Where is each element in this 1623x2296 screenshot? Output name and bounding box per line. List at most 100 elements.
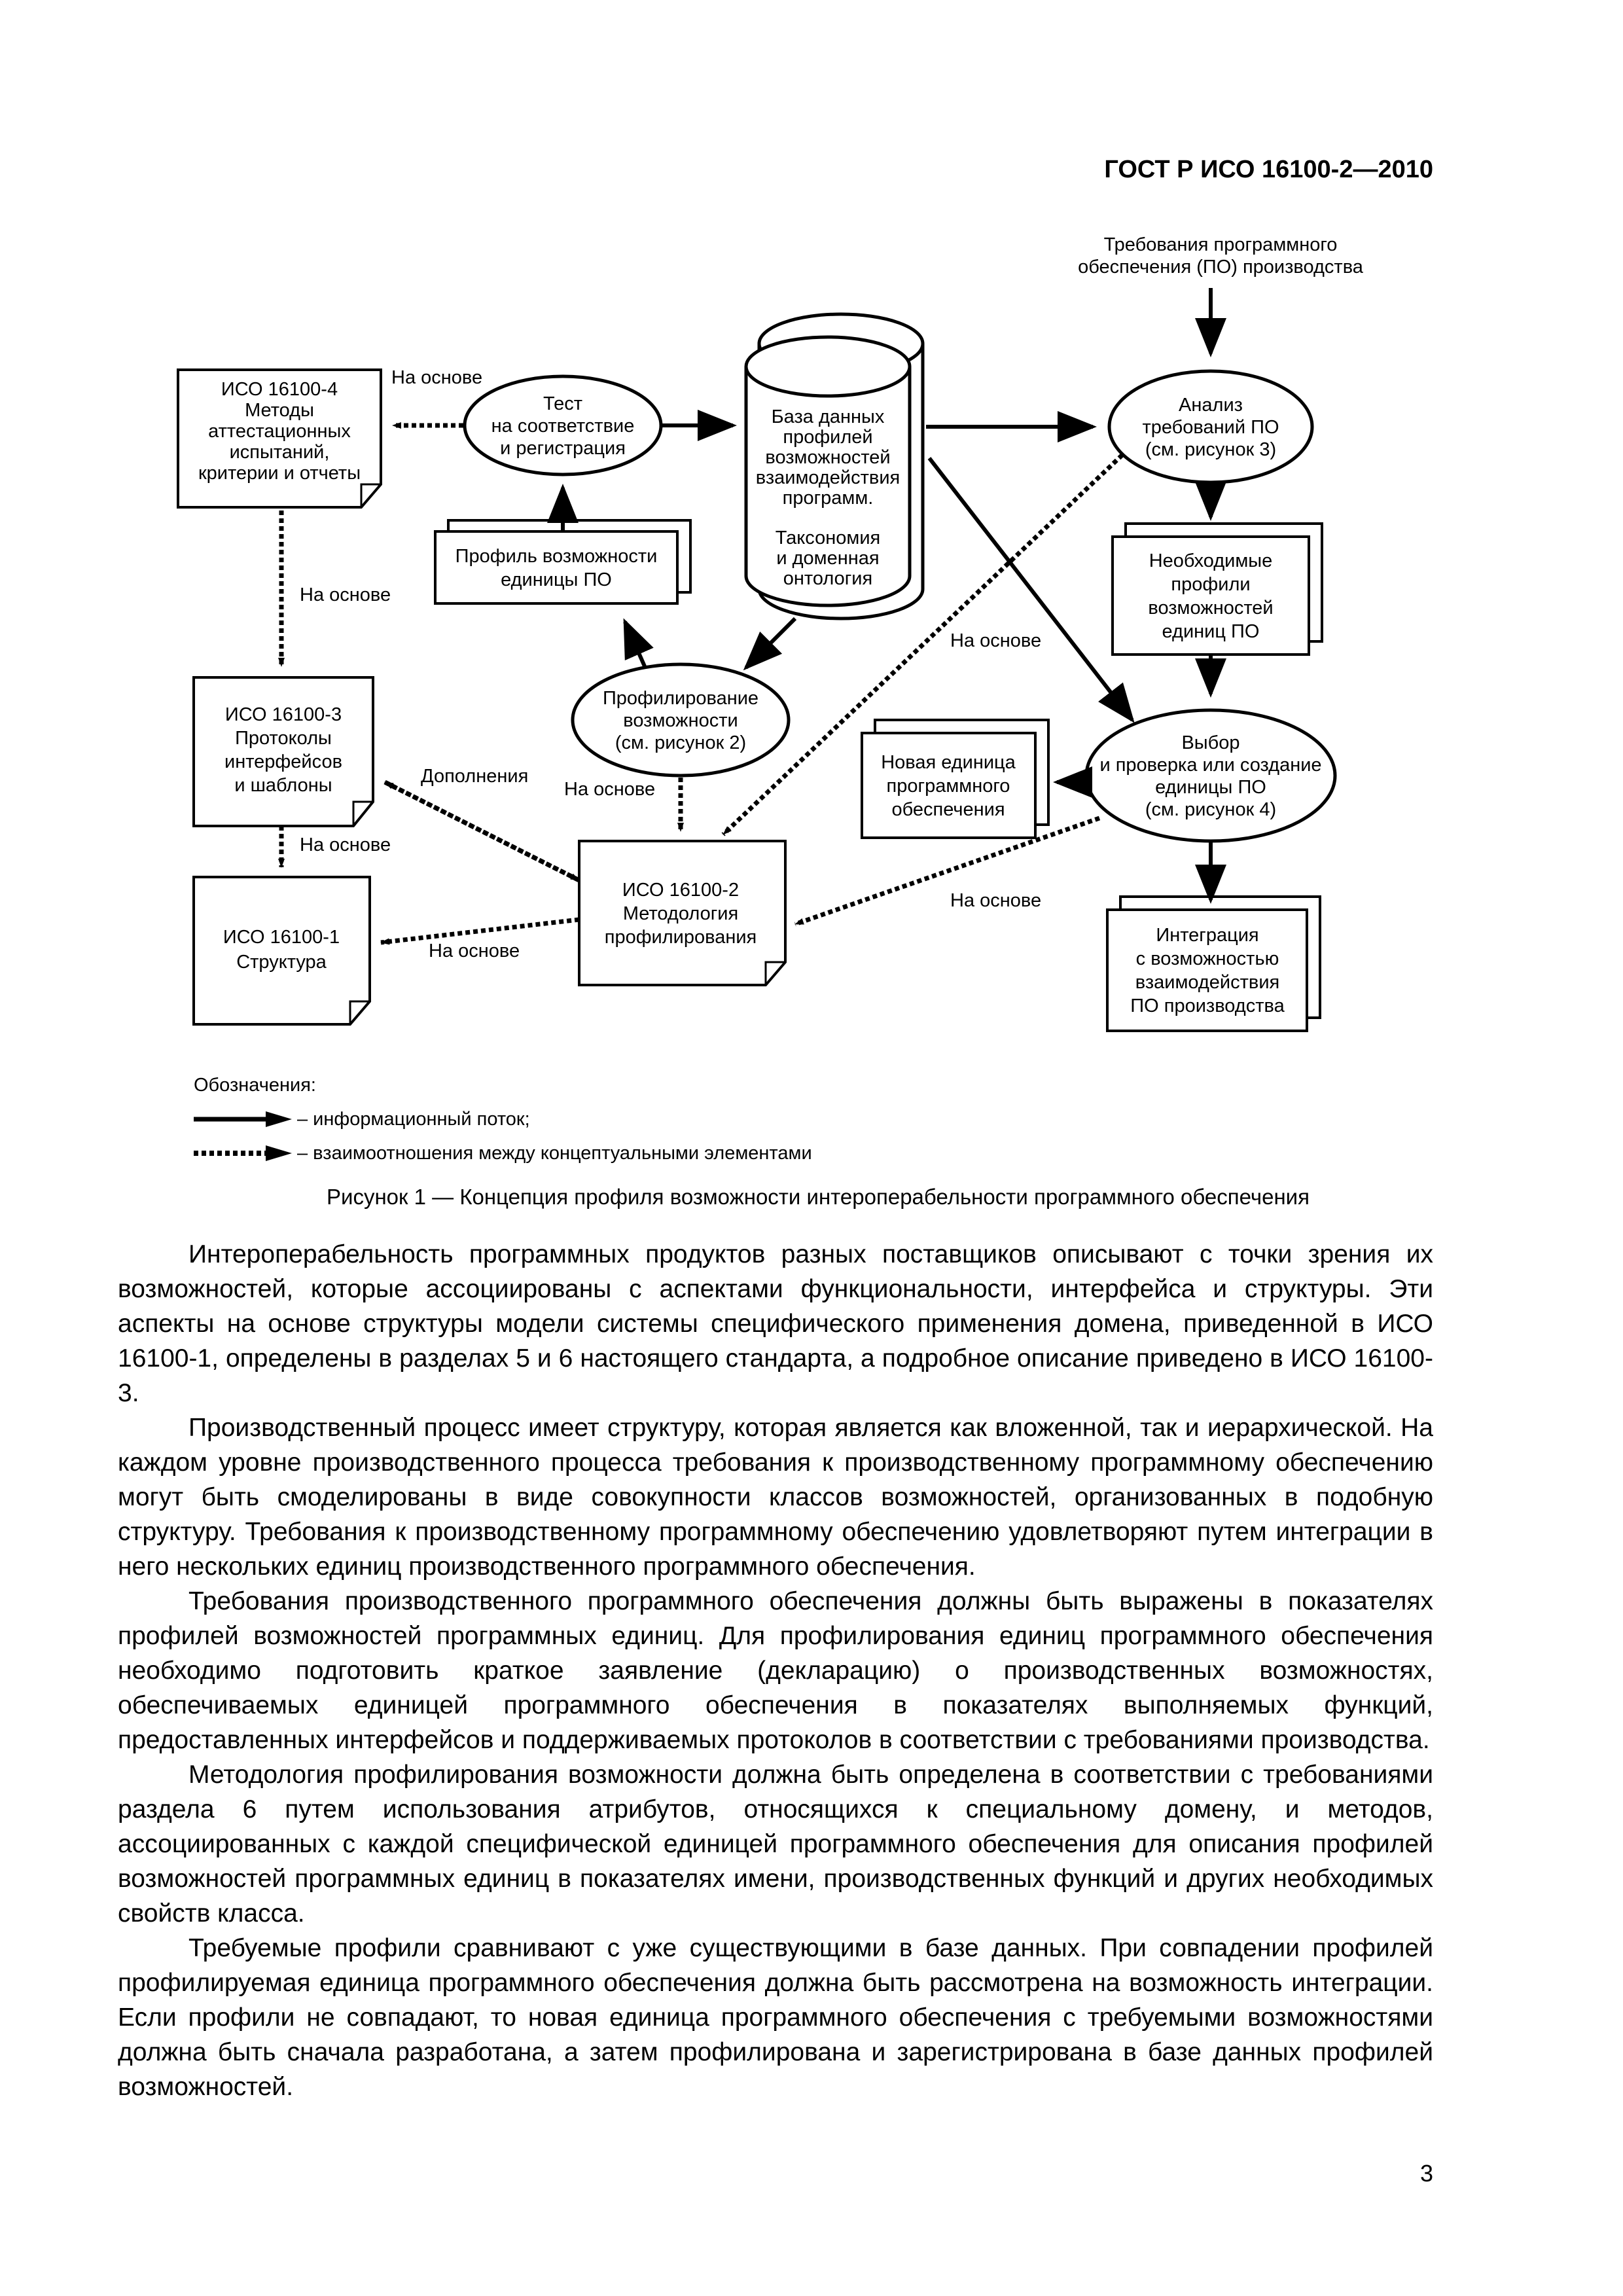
profiling-line: возможности [623,710,738,731]
required-profiles-box [1111,522,1323,656]
document-header: ГОСТ Р ИСО 16100-2—2010 [1104,156,1433,183]
required-profiles-line: возможностей [1148,598,1273,619]
test-line: Тест [543,393,582,414]
database-line: взаимодействия [756,467,900,488]
body-text: Интероперабельность программных продукто… [118,1237,1433,2104]
iso-16100-3-box [192,676,374,827]
requirements-line: Требования программного [1104,234,1338,255]
iso3-line: Протоколы [235,728,332,749]
taxonomy-line: онтология [783,568,872,589]
selection-ellipse [1084,708,1337,843]
unit-profile-line: единицы ПО [501,569,612,590]
relation-arrows [278,422,1124,945]
database-line: профилей [783,427,872,448]
paragraph: Методология профилирования возможности д… [118,1761,1433,1928]
iso-16100-2-box [578,840,787,986]
iso4-line: Методы [245,400,314,421]
iso2-line: ИСО 16100-2 [622,880,739,901]
analysis-line: требований ПО [1142,417,1279,438]
legend-info-flow-label: – информационный поток; [297,1108,530,1130]
database-text: База данныхпрофилейвозможностейвзаимодей… [756,406,900,509]
label-additions: Дополнения [421,766,528,787]
legend-title: Обозначения: [194,1074,316,1096]
label-based-on-2: На основе [300,584,391,605]
selection-line: и проверка или создание [1099,755,1321,776]
iso4-line: ИСО 16100-4 [221,379,338,400]
iso2-line: профилирования [605,927,757,948]
database-cylinder [744,312,925,620]
required-profiles-line: единиц ПО [1162,621,1260,642]
new-unit-line: обеспечения [891,799,1005,820]
iso1-line: Структура [236,952,327,973]
label-based-on-4: На основе [564,779,655,800]
solid-arrow-icon [194,1111,292,1127]
label-based-on-7: На основе [429,941,520,961]
paragraph: Требования производственного программног… [118,1587,1433,1754]
iso-16100-1-box [192,876,371,1026]
paragraph: Требуемые профили сравнивают с уже сущес… [118,1934,1433,2101]
label-based-on-3: На основе [950,630,1041,651]
dotted-arrow-icon [194,1145,292,1161]
required-profiles-line: Необходимые [1149,550,1273,571]
integration-box [1106,895,1321,1032]
analysis-line: Анализ [1179,395,1243,416]
unit-profile-box [434,519,692,605]
iso-16100-4-box [177,368,382,509]
concept-diagram: ИСО 16100-4Методыаттестационныхиспытаний… [177,234,1364,1032]
legend: Обозначения: – информационный поток; – в… [194,1068,1044,1170]
iso-16100-4-text: ИСО 16100-4Методыаттестационныхиспытаний… [198,379,361,484]
database-line: База данных [772,406,885,427]
requirements-line: обеспечения (ПО) производства [1078,257,1364,278]
label-based-on-1: На основе [391,367,482,388]
iso4-line: аттестационных [208,421,351,442]
new-unit-line: Новая единица [881,752,1016,773]
selection-line: единицы ПО [1155,777,1266,798]
page-number: 3 [1419,2160,1433,2187]
paragraph: Интероперабельность программных продукто… [118,1240,1433,1407]
analysis-line: (см. рисунок 3) [1145,439,1276,460]
iso4-line: критерии и отчеты [198,463,361,484]
figure-caption: Рисунок 1 — Концепция профиля возможност… [327,1185,1310,1209]
taxonomy-line: Таксономия [776,528,881,548]
iso2-line: Методология [623,903,738,924]
new-unit-line: программного [887,776,1010,797]
paragraph: Производственный процесс имеет структуру… [118,1414,1433,1581]
test-line: на соответствие [491,416,635,437]
legend-relations: – взаимоотношения между концептуальными … [194,1136,1044,1170]
test-line: и регистрация [500,438,626,459]
database-line: программ. [783,488,874,509]
integration-line: взаимодействия [1135,972,1279,993]
profiling-ellipse [571,662,791,778]
database-line: возможностей [765,447,890,468]
iso4-line: испытаний, [230,442,330,463]
integration-line: ПО производства [1130,996,1285,1016]
profiling-line: (см. рисунок 2) [615,732,746,753]
legend-relations-label: – взаимоотношения между концептуальными … [297,1142,812,1164]
integration-line: Интеграция [1156,925,1258,946]
required-profiles-line: профили [1171,574,1250,595]
iso3-line: ИСО 16100-3 [225,704,342,725]
label-based-on-5: На основе [300,834,391,855]
iso3-line: и шаблоны [234,775,332,796]
new-unit-box [861,719,1050,839]
iso1-line: ИСО 16100-1 [223,927,340,948]
label-based-on-6: На основе [950,890,1041,911]
iso3-line: интерфейсов [224,751,342,772]
legend-info-flow: – информационный поток; [194,1102,1044,1136]
selection-line: Выбор [1181,732,1240,753]
profiling-line: Профилирование [603,688,758,709]
taxonomy-line: и доменная [776,548,879,569]
